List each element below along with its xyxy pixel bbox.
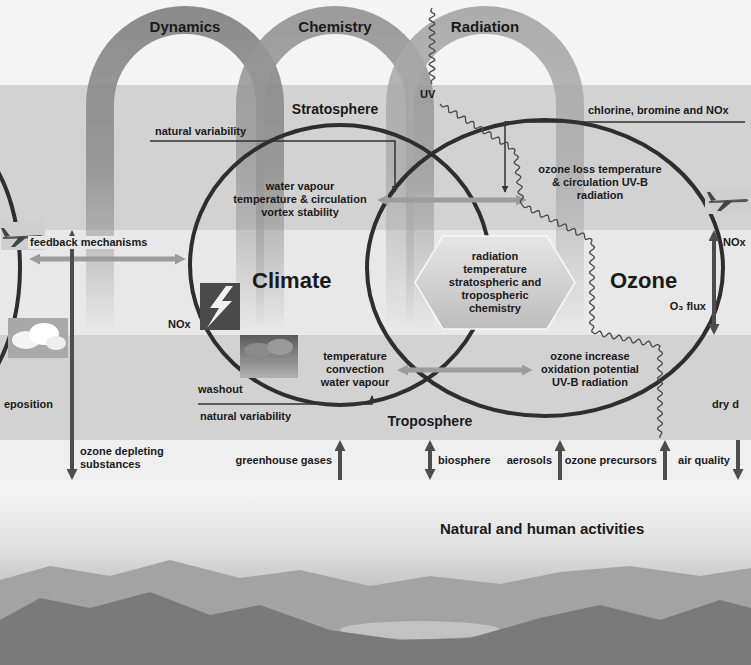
interaction-hexagon: radiation temperature stratospheric and … bbox=[415, 236, 575, 329]
annotation: eposition bbox=[4, 398, 53, 411]
hexagon-text: radiation temperature stratospheric and … bbox=[443, 250, 547, 315]
rain-cloud-picture bbox=[240, 335, 298, 378]
flow-label: ozone precursors bbox=[565, 454, 657, 467]
mountain-range bbox=[0, 592, 751, 665]
flow-arrow bbox=[428, 449, 432, 471]
label-holder: water vapour temperature & circulation v… bbox=[233, 180, 367, 219]
flow-arrow bbox=[663, 449, 667, 480]
annotation: ozone loss temperature & circulation UV-… bbox=[533, 163, 667, 202]
label-holder: ozone loss temperature & circulation UV-… bbox=[533, 163, 667, 202]
flow-arrow bbox=[712, 239, 716, 326]
annotation: water vapour temperature & circulation v… bbox=[233, 180, 367, 219]
loop-outline bbox=[367, 120, 723, 416]
annotation: washout bbox=[198, 383, 243, 396]
flow-arrow bbox=[558, 449, 562, 480]
uv-ray bbox=[440, 104, 662, 438]
flow-label: ozone depleting substances bbox=[80, 445, 175, 471]
exchange-arrow bbox=[406, 368, 524, 373]
partial-loop bbox=[0, 128, 20, 408]
low-ground bbox=[0, 440, 751, 480]
exchange-arrow bbox=[386, 198, 518, 203]
uv-ray bbox=[429, 8, 435, 84]
label-holder: air quality bbox=[678, 454, 730, 467]
annotation: ozone increase oxidation potential UV-B … bbox=[540, 350, 641, 389]
label-holder: washout bbox=[198, 383, 243, 396]
annotation: NOx bbox=[723, 236, 746, 249]
layer-name: Stratosphere bbox=[292, 101, 378, 118]
landscape-picture bbox=[0, 480, 751, 665]
feedback-arrow bbox=[38, 257, 177, 262]
label-holder: NOx bbox=[168, 318, 191, 331]
flow-arrow bbox=[70, 239, 74, 471]
flow-arrow bbox=[736, 440, 740, 471]
lightning-picture bbox=[200, 283, 240, 330]
annotation: natural variability bbox=[155, 125, 246, 138]
label-holder: UV bbox=[420, 88, 435, 101]
label-holder: eposition bbox=[4, 398, 53, 411]
flow-label: biosphere bbox=[438, 454, 491, 467]
label-holder: aerosols bbox=[507, 454, 552, 467]
arc-title: Dynamics bbox=[150, 18, 221, 36]
loop-title: Climate bbox=[252, 268, 331, 294]
influence-line bbox=[198, 396, 372, 404]
flow-label: O₃ flux bbox=[670, 300, 706, 313]
annotation: temperature convection water vapour bbox=[315, 350, 395, 389]
ground-panel: Natural and human activities bbox=[0, 480, 751, 665]
label-holder: dry d bbox=[712, 398, 739, 411]
label-holder: ozone precursors bbox=[565, 454, 657, 467]
label-holder: O₃ flux bbox=[670, 300, 706, 313]
ground-title: Natural and human activities bbox=[440, 520, 644, 538]
flow-arrow bbox=[338, 449, 342, 480]
flow-label: greenhouse gases bbox=[235, 454, 332, 467]
annotation: chlorine, bromine and NOx bbox=[588, 104, 729, 117]
mountain-range bbox=[0, 560, 751, 665]
arc-title: Radiation bbox=[451, 18, 519, 36]
label-holder: feedback mechanisms bbox=[28, 236, 149, 249]
label-holder: NOx bbox=[723, 236, 746, 249]
flow-label: air quality bbox=[678, 454, 730, 467]
hexagon-shape bbox=[415, 236, 575, 329]
label-holder: ozone increase oxidation potential UV-B … bbox=[540, 350, 641, 389]
label-holder: biosphere bbox=[438, 454, 491, 467]
layer-name: Troposphere bbox=[388, 413, 473, 430]
arc-title: Chemistry bbox=[298, 18, 371, 36]
annotation: dry d bbox=[712, 398, 739, 411]
label-holder: chlorine, bromine and NOx bbox=[588, 104, 729, 117]
annotation: natural variability bbox=[200, 410, 291, 423]
annotation: UV bbox=[420, 88, 435, 101]
label-holder: greenhouse gases bbox=[235, 454, 332, 467]
label-holder: natural variability bbox=[200, 410, 291, 423]
flow-label: aerosols bbox=[507, 454, 552, 467]
label-holder: temperature convection water vapour bbox=[315, 350, 395, 389]
aircraft-picture bbox=[705, 188, 751, 214]
loop-title: Ozone bbox=[610, 268, 677, 294]
label-holder: ozone depleting substances bbox=[80, 445, 175, 471]
cloud-picture bbox=[8, 318, 68, 358]
annotation: NOx bbox=[168, 318, 191, 331]
annotation: feedback mechanisms bbox=[28, 236, 149, 249]
label-holder: natural variability bbox=[155, 125, 246, 138]
landscape-sky bbox=[0, 480, 751, 665]
